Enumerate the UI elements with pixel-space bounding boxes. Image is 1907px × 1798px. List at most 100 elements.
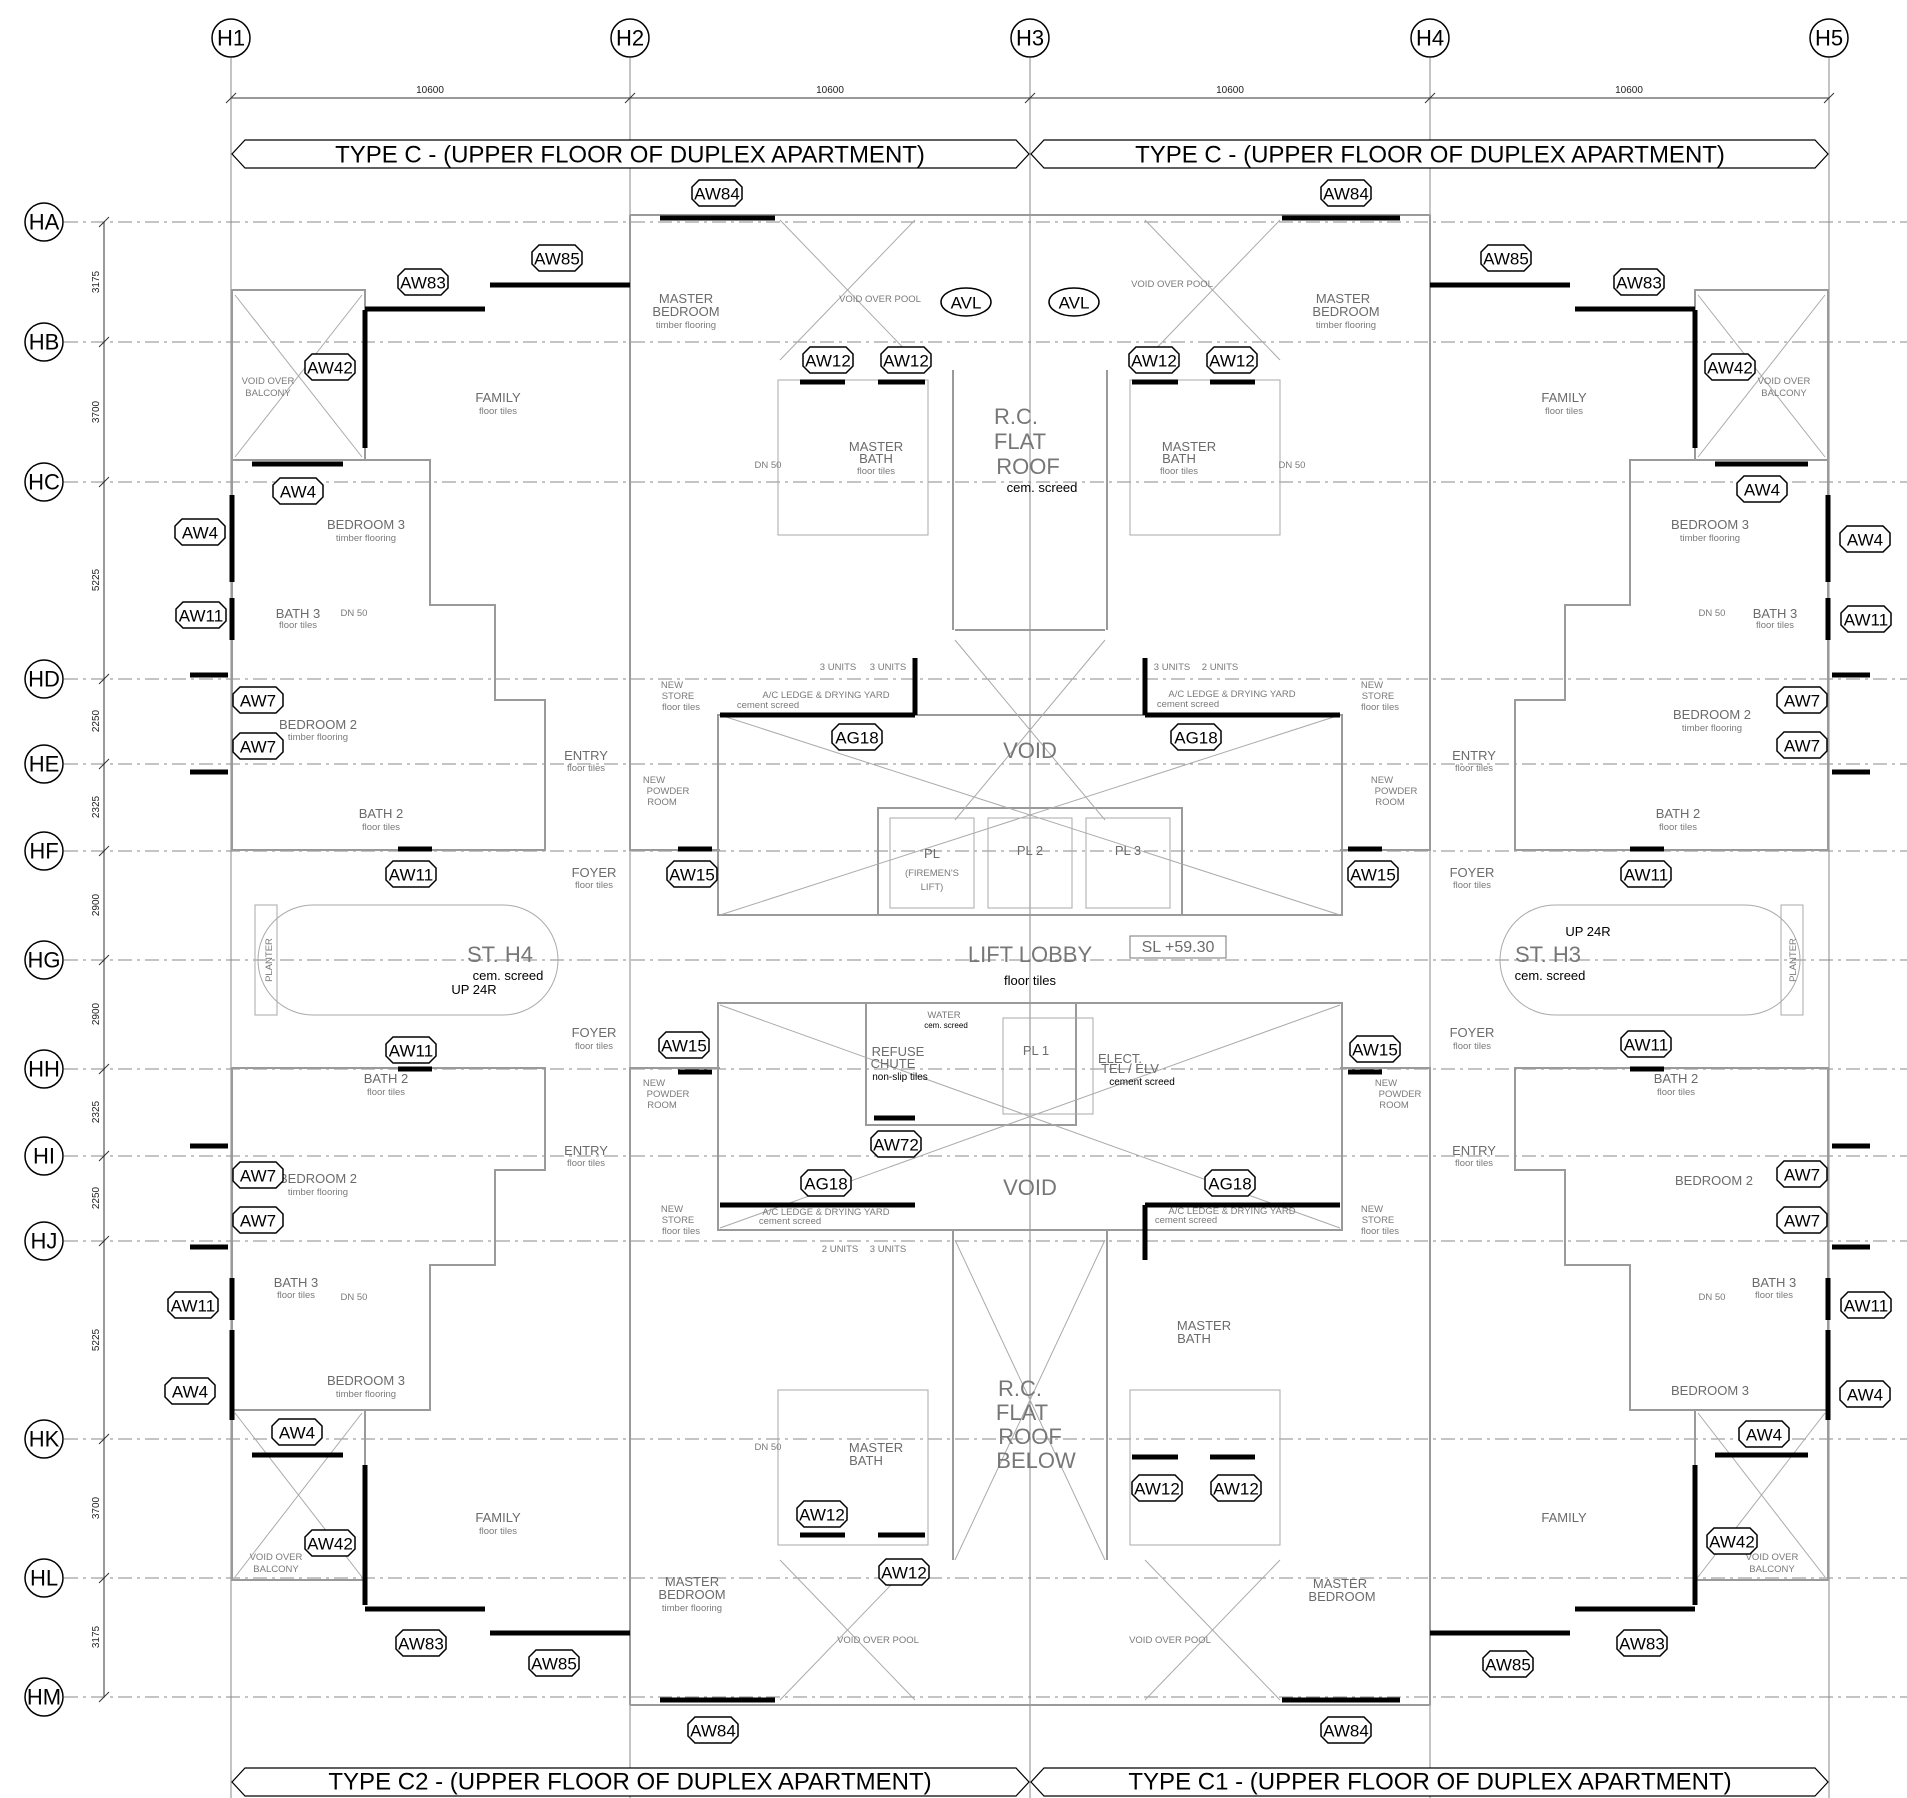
room-powder-tr-2: POWDER	[1375, 786, 1418, 797]
window-tag-aw4: AW4	[279, 1424, 315, 1443]
grid-bubble-he: HE	[29, 752, 60, 777]
refuse-2: CHUTE	[871, 1056, 916, 1071]
room-foyer-bl: FOYER	[572, 1025, 617, 1040]
window-tag-shape	[1320, 1716, 1372, 1744]
row-spacing-1: 3175	[91, 270, 102, 293]
avl-tag-shape	[940, 287, 992, 317]
window-tag-aw85: AW85	[1483, 250, 1529, 269]
grid-bubble-h1: H1	[217, 26, 245, 51]
room-master-bedroom-bl-2: BEDROOM	[658, 1587, 725, 1602]
window-tag-aw12: AW12	[799, 1506, 845, 1525]
stair-h4-up: UP 24R	[451, 982, 496, 997]
window-tag-shape	[232, 1206, 284, 1234]
room-family-tl-finish: floor tiles	[479, 406, 517, 417]
roof-top-finish: cem. screed	[1007, 480, 1078, 495]
room-master-bedroom-br-2: BEDROOM	[1308, 1589, 1375, 1604]
grid-bubble-hb: HB	[29, 330, 60, 355]
window-tag-aw12: AW12	[1213, 1480, 1259, 1499]
room-bath3-tr-finish: floor tiles	[1756, 620, 1794, 631]
window-tag-shape	[531, 244, 583, 272]
room-units-tr-2: 2 UNITS	[1202, 662, 1238, 673]
room-powder-bl-1: NEW	[643, 1078, 665, 1089]
room-bath3-tr: BATH 3	[1753, 606, 1798, 621]
room-entry-br: ENTRY	[1452, 1143, 1496, 1158]
room-ac-ledge-bl: A/C LEDGE & DRYING YARD	[762, 1207, 889, 1218]
room-bedroom2-bl: BEDROOM 2	[279, 1171, 357, 1186]
room-new-store-tr-2: STORE	[1362, 691, 1395, 702]
roof-bottom-2: FLAT	[996, 1400, 1048, 1425]
stair-h4-finish: cem. screed	[473, 968, 544, 983]
room-new-store-br-2: STORE	[1362, 1215, 1395, 1226]
window-tag-shape	[1347, 860, 1399, 888]
room-powder-br-2: POWDER	[1379, 1089, 1422, 1100]
grid-bubble-hk: HK	[29, 1427, 60, 1452]
window-lines	[190, 215, 1870, 1703]
window-tag-ag18: AG18	[1208, 1175, 1251, 1194]
room-master-bath-tl-finish: floor tiles	[857, 466, 895, 477]
room-foyer-bl-finish: floor tiles	[575, 1041, 613, 1052]
window-tag-shape	[666, 860, 718, 888]
window-tag-shape	[1128, 346, 1180, 374]
window-tag-shape	[1210, 1474, 1262, 1502]
window-tag-aw4: AW4	[1847, 531, 1883, 550]
room-ac-ledge-br-finish: cement screed	[1155, 1215, 1217, 1226]
window-tag-aw84: AW84	[1323, 185, 1369, 204]
room-void-pool-bl: VOID OVER POOL	[837, 1635, 919, 1646]
room-ac-ledge-bl-finish: cement screed	[759, 1216, 821, 1227]
window-tag-aw7: AW7	[1784, 737, 1820, 756]
window-tag-shape	[232, 1161, 284, 1189]
room-void-pool-tl: VOID OVER POOL	[839, 294, 921, 305]
window-tag-aw11: AW11	[1624, 866, 1668, 885]
stair-h3-finish: cem. screed	[1515, 968, 1586, 983]
room-family-tl: FAMILY	[475, 390, 521, 405]
room-master-bedroom-tr-1: MASTER	[1316, 291, 1370, 306]
window-tag-aw11: AW11	[179, 607, 223, 626]
room-labels: FAMILY floor tiles BEDROOM 3 timber floo…	[242, 279, 1811, 1646]
lift-lobby: LIFT LOBBY	[968, 942, 1093, 967]
room-bedroom3-tr-finish: timber flooring	[1680, 533, 1740, 544]
room-void-balcony-bl-1: VOID OVER	[250, 1552, 303, 1563]
window-tag-shape	[167, 1291, 219, 1319]
window-tag-aw12: AW12	[1131, 352, 1177, 371]
room-master-bedroom-br-1: MASTER	[1313, 1576, 1367, 1591]
window-tag-shape	[1616, 1629, 1668, 1657]
room-master-bedroom-tl-2: BEDROOM	[652, 304, 719, 319]
room-void-pool-br: VOID OVER POOL	[1129, 1635, 1211, 1646]
room-foyer-tl: FOYER	[572, 865, 617, 880]
window-tag-aw42: AW42	[1709, 1533, 1755, 1552]
stair-h3-up: UP 24R	[1565, 924, 1610, 939]
room-bedroom2-tl: BEDROOM 2	[279, 717, 357, 732]
window-tag-shape	[385, 860, 437, 888]
window-tag-aw11: AW11	[1624, 1036, 1668, 1055]
window-tag-aw7: AW7	[240, 738, 276, 757]
room-master-bedroom-tr-finish: timber flooring	[1316, 320, 1376, 331]
room-units-tr-3: 3 UNITS	[1154, 662, 1190, 673]
room-powder-tl-3: ROOM	[647, 797, 677, 808]
grid-bubble-h2: H2	[616, 26, 644, 51]
planter-right: PLANTER	[1788, 938, 1799, 982]
window-tag-aw7: AW7	[240, 1212, 276, 1231]
window-tag-shape	[878, 1558, 930, 1586]
room-powder-tr-3: ROOM	[1375, 797, 1405, 808]
room-master-bedroom-tl-finish: timber flooring	[656, 320, 716, 331]
window-tag-shape	[658, 1031, 710, 1059]
window-tag-aw4: AW4	[1746, 1426, 1782, 1445]
window-tag-shape	[395, 1629, 447, 1657]
room-entry-tr: ENTRY	[1452, 748, 1496, 763]
grid-bubble-h3: H3	[1016, 26, 1044, 51]
window-tag-shape	[1839, 1380, 1891, 1408]
room-entry-br-finish: floor tiles	[1455, 1158, 1493, 1169]
window-tag-shape	[831, 723, 883, 751]
window-tag-aw4: AW4	[182, 524, 218, 543]
room-bath2-br-finish: floor tiles	[1657, 1087, 1695, 1098]
window-tag-shape	[687, 1716, 739, 1744]
sl-level: SL +59.30	[1142, 939, 1215, 956]
room-void-balcony-tr-2: BALCONY	[1761, 388, 1807, 399]
dn50-mtr: DN 50	[1279, 460, 1306, 471]
window-tag-shape	[1704, 353, 1756, 381]
window-tag-aw7: AW7	[240, 692, 276, 711]
dn50-mtl: DN 50	[755, 460, 782, 471]
room-void-balcony-tr-1: VOID OVER	[1758, 376, 1811, 387]
window-tag-shape	[397, 268, 449, 296]
